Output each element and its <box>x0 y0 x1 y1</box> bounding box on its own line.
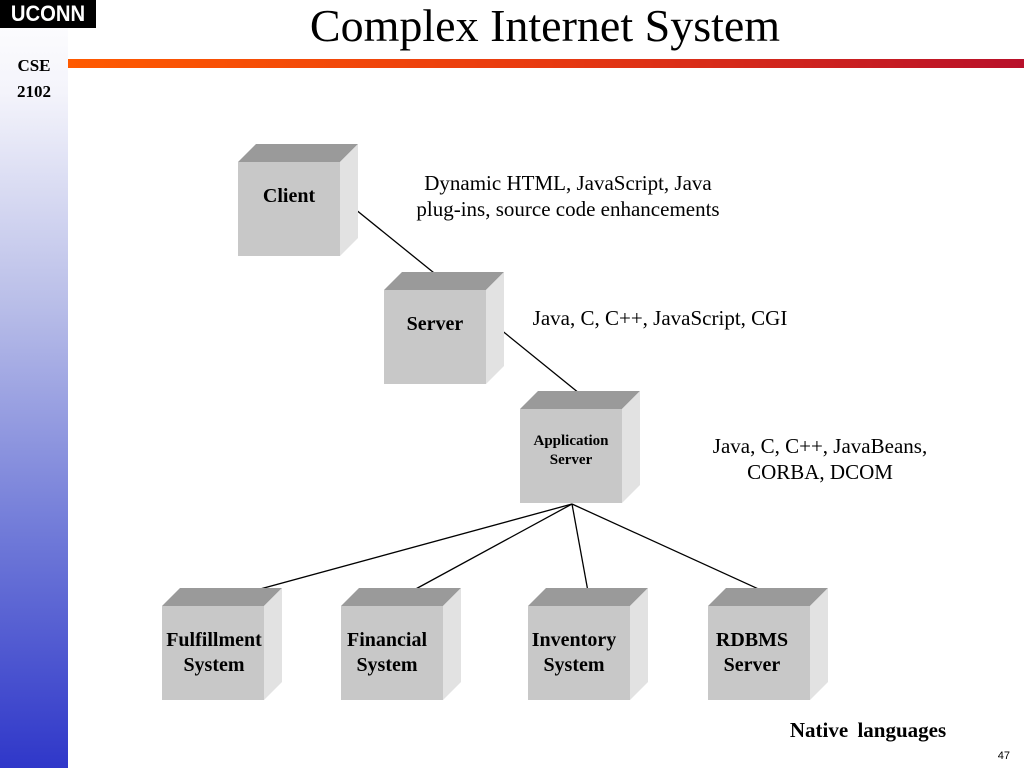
client-tech-line1: Dynamic HTML, JavaScript, Java <box>424 171 712 195</box>
connector-appserver-fulfillment <box>230 503 573 598</box>
title-underline-bar <box>68 59 1024 68</box>
course-number: 2102 <box>17 82 51 101</box>
page-number: 47 <box>997 750 1010 762</box>
server-box <box>384 272 504 384</box>
connector-appserver-rdbms <box>571 503 777 598</box>
inventory-label-line1: Inventory <box>531 629 617 651</box>
application-server-box <box>520 391 640 503</box>
backend-tech-note: Native languages <box>789 718 947 742</box>
logo-text: UCONN <box>10 1 86 26</box>
client-label: Client <box>262 185 316 207</box>
course-code: CSE <box>17 56 51 75</box>
connector-lines <box>230 204 777 598</box>
sidebar-gradient <box>0 0 68 768</box>
inventory-system-label: Inventory System <box>514 628 634 678</box>
connector-client-server <box>349 204 445 282</box>
rdbms-server-box <box>708 588 828 700</box>
fulfillment-system-label: Fulfillment System <box>154 628 274 678</box>
server-label: Server <box>406 313 464 335</box>
app-tech-line2: CORBA, DCOM <box>747 460 893 484</box>
rdbms-label-line1: RDBMS <box>715 629 789 651</box>
financial-label-line2: System <box>356 654 418 676</box>
application-server-label: Application Server <box>512 432 630 470</box>
client-tech-line2: plug-ins, source code enhancements <box>416 197 720 221</box>
client-box <box>238 144 358 256</box>
financial-label-line1: Financial <box>346 629 427 651</box>
application-server-label-line2: Server <box>549 452 593 468</box>
connector-appserver-inventory <box>571 503 590 598</box>
client-tech-note: Dynamic HTML, JavaScript, Java plug-ins,… <box>368 170 768 222</box>
inventory-system-box <box>528 588 648 700</box>
financial-system-box <box>341 588 461 700</box>
rdbms-label-line2: Server <box>723 654 781 676</box>
app-server-tech-note: Java, C, C++, JavaBeans, CORBA, DCOM <box>670 433 970 485</box>
fulfillment-label-line2: System <box>183 654 245 676</box>
uconn-logo: UCONN <box>0 0 96 28</box>
fulfillment-label-line1: Fulfillment <box>166 629 262 651</box>
connector-appserver-financial <box>400 503 573 598</box>
rdbms-server-label: RDBMS Server <box>692 628 812 678</box>
app-tech-line1: Java, C, C++, JavaBeans, <box>712 434 928 458</box>
fulfillment-system-box <box>162 588 282 700</box>
connector-server-appserver <box>494 324 591 403</box>
slide-title: Complex Internet System <box>309 0 781 51</box>
inventory-label-line2: System <box>543 654 605 676</box>
server-tech-note: Java, C, C++, JavaScript, CGI <box>532 306 788 330</box>
financial-system-label: Financial System <box>327 628 447 678</box>
application-server-label-line1: Application <box>533 433 609 449</box>
